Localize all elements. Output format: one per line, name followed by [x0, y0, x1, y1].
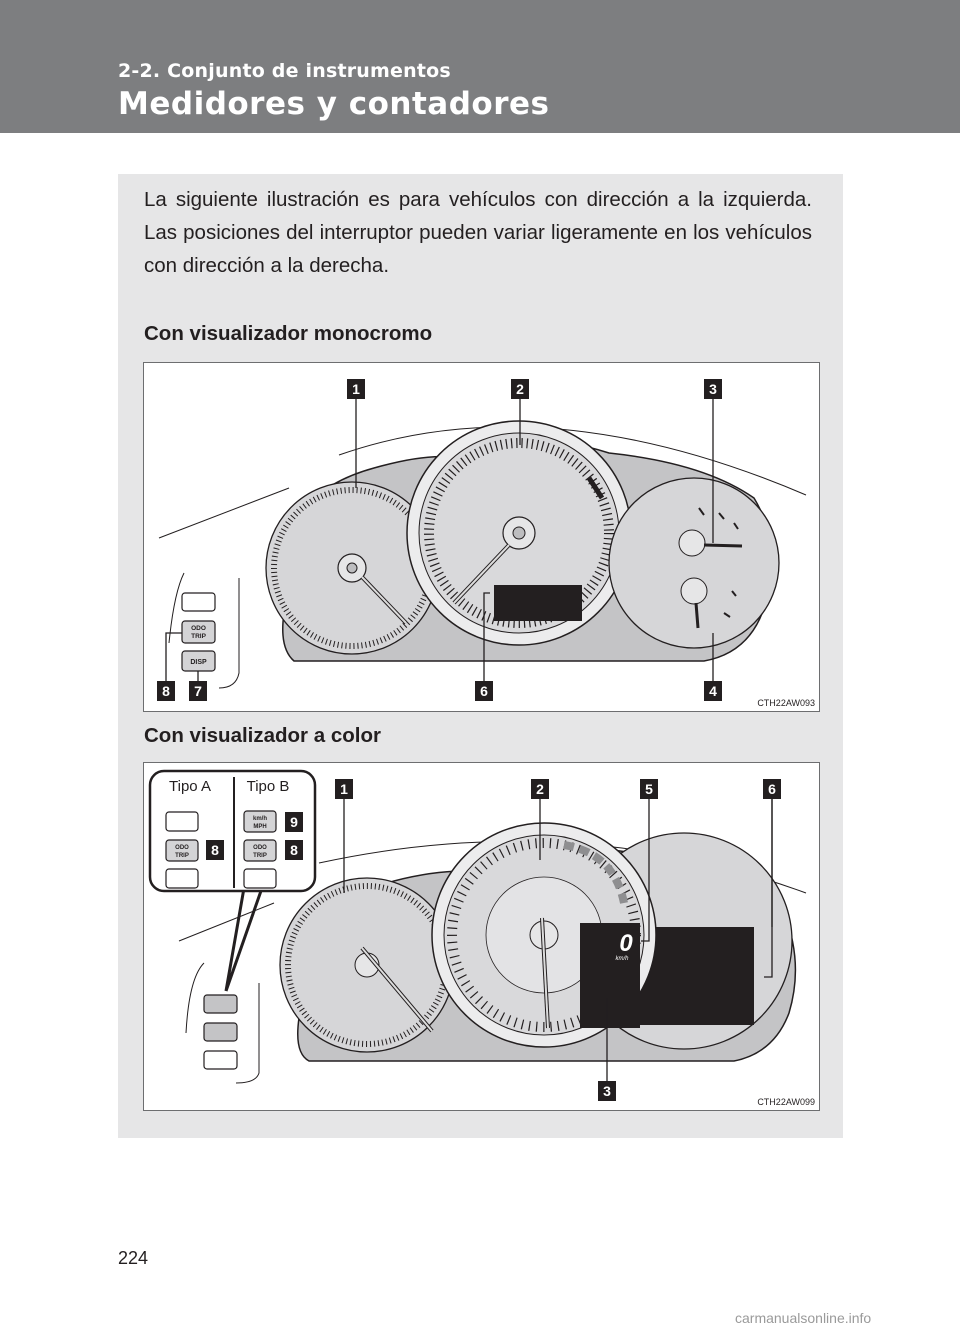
section-label: 2-2. Conjunto de instrumentos — [118, 60, 451, 82]
svg-text:6: 6 — [768, 781, 776, 797]
callout-8: 8 — [157, 681, 175, 701]
callout-4: 4 — [704, 681, 722, 701]
speed-value: 0 — [619, 930, 633, 957]
svg-text:8: 8 — [290, 842, 298, 858]
callout-8-type-b: 8 — [285, 840, 303, 860]
svg-text:8: 8 — [162, 683, 170, 699]
callout-6: 6 — [763, 779, 781, 799]
callout-2: 2 — [511, 379, 529, 399]
page-title: Medidores y contadores — [118, 86, 550, 122]
svg-text:6: 6 — [480, 683, 488, 699]
callout-9: 9 — [285, 812, 303, 832]
figure1-code: CTH22AW093 — [757, 698, 815, 708]
figure-color-cluster: 0 km/h Tipo A Tipo B ODO TRIP km/h MPH O… — [143, 762, 820, 1111]
callout-1: 1 — [347, 379, 365, 399]
svg-text:3: 3 — [603, 1083, 611, 1099]
speed-unit: km/h — [615, 956, 629, 962]
callout-7: 7 — [189, 681, 207, 701]
svg-text:8: 8 — [211, 842, 219, 858]
svg-text:2: 2 — [516, 381, 524, 397]
type-b-label: Tipo B — [247, 778, 290, 795]
svg-text:1: 1 — [340, 781, 348, 797]
switch-inset: Tipo A Tipo B ODO TRIP km/h MPH ODO TRIP — [148, 769, 317, 992]
callout-2: 2 — [531, 779, 549, 799]
speedometer-gauge: 0 km/h — [431, 822, 657, 1048]
callout-1: 1 — [335, 779, 353, 799]
page-header: 2-2. Conjunto de instrumentos Medidores … — [0, 0, 960, 133]
svg-text:7: 7 — [194, 683, 202, 699]
svg-text:9: 9 — [290, 814, 298, 830]
svg-text:2: 2 — [536, 781, 544, 797]
callout-5: 5 — [640, 779, 658, 799]
svg-text:1: 1 — [352, 381, 360, 397]
odo-label: ODO — [191, 625, 206, 632]
intro-paragraph: La siguiente ilustración es para vehícul… — [144, 188, 812, 277]
page-number: 224 — [118, 1248, 149, 1268]
svg-text:TRIP: TRIP — [253, 853, 267, 859]
figure1-heading: Con visualizador monocromo — [144, 322, 433, 345]
speedometer-gauge — [406, 420, 632, 646]
svg-text:km/h: km/h — [253, 816, 267, 822]
svg-text:ODO: ODO — [175, 845, 189, 851]
fuel-temp-gauges — [608, 477, 780, 649]
svg-text:5: 5 — [645, 781, 653, 797]
disp-label: DISP — [190, 659, 207, 666]
svg-text:MPH: MPH — [253, 824, 266, 830]
figure-monochrome-cluster: ODO TRIP DISP 1 2 3 4 6 7 8 CTH22AW093 — [143, 362, 820, 712]
figure2-heading: Con visualizador a color — [144, 724, 381, 747]
svg-text:ODO: ODO — [253, 845, 267, 851]
switch-panel: ODO TRIP DISP — [181, 592, 216, 672]
callout-3: 3 — [704, 379, 722, 399]
svg-text:3: 3 — [709, 381, 717, 397]
svg-text:TRIP: TRIP — [175, 853, 189, 859]
callout-3: 3 — [598, 1081, 616, 1101]
tachometer-gauge — [279, 877, 455, 1053]
watermark: carmanualsonline.info — [735, 1310, 872, 1326]
figure2-code: CTH22AW099 — [757, 1097, 815, 1107]
type-a-label: Tipo A — [169, 778, 211, 795]
callout-8-type-a: 8 — [206, 840, 224, 860]
trip-label: TRIP — [191, 633, 206, 640]
svg-text:4: 4 — [709, 683, 717, 699]
callout-6: 6 — [475, 681, 493, 701]
